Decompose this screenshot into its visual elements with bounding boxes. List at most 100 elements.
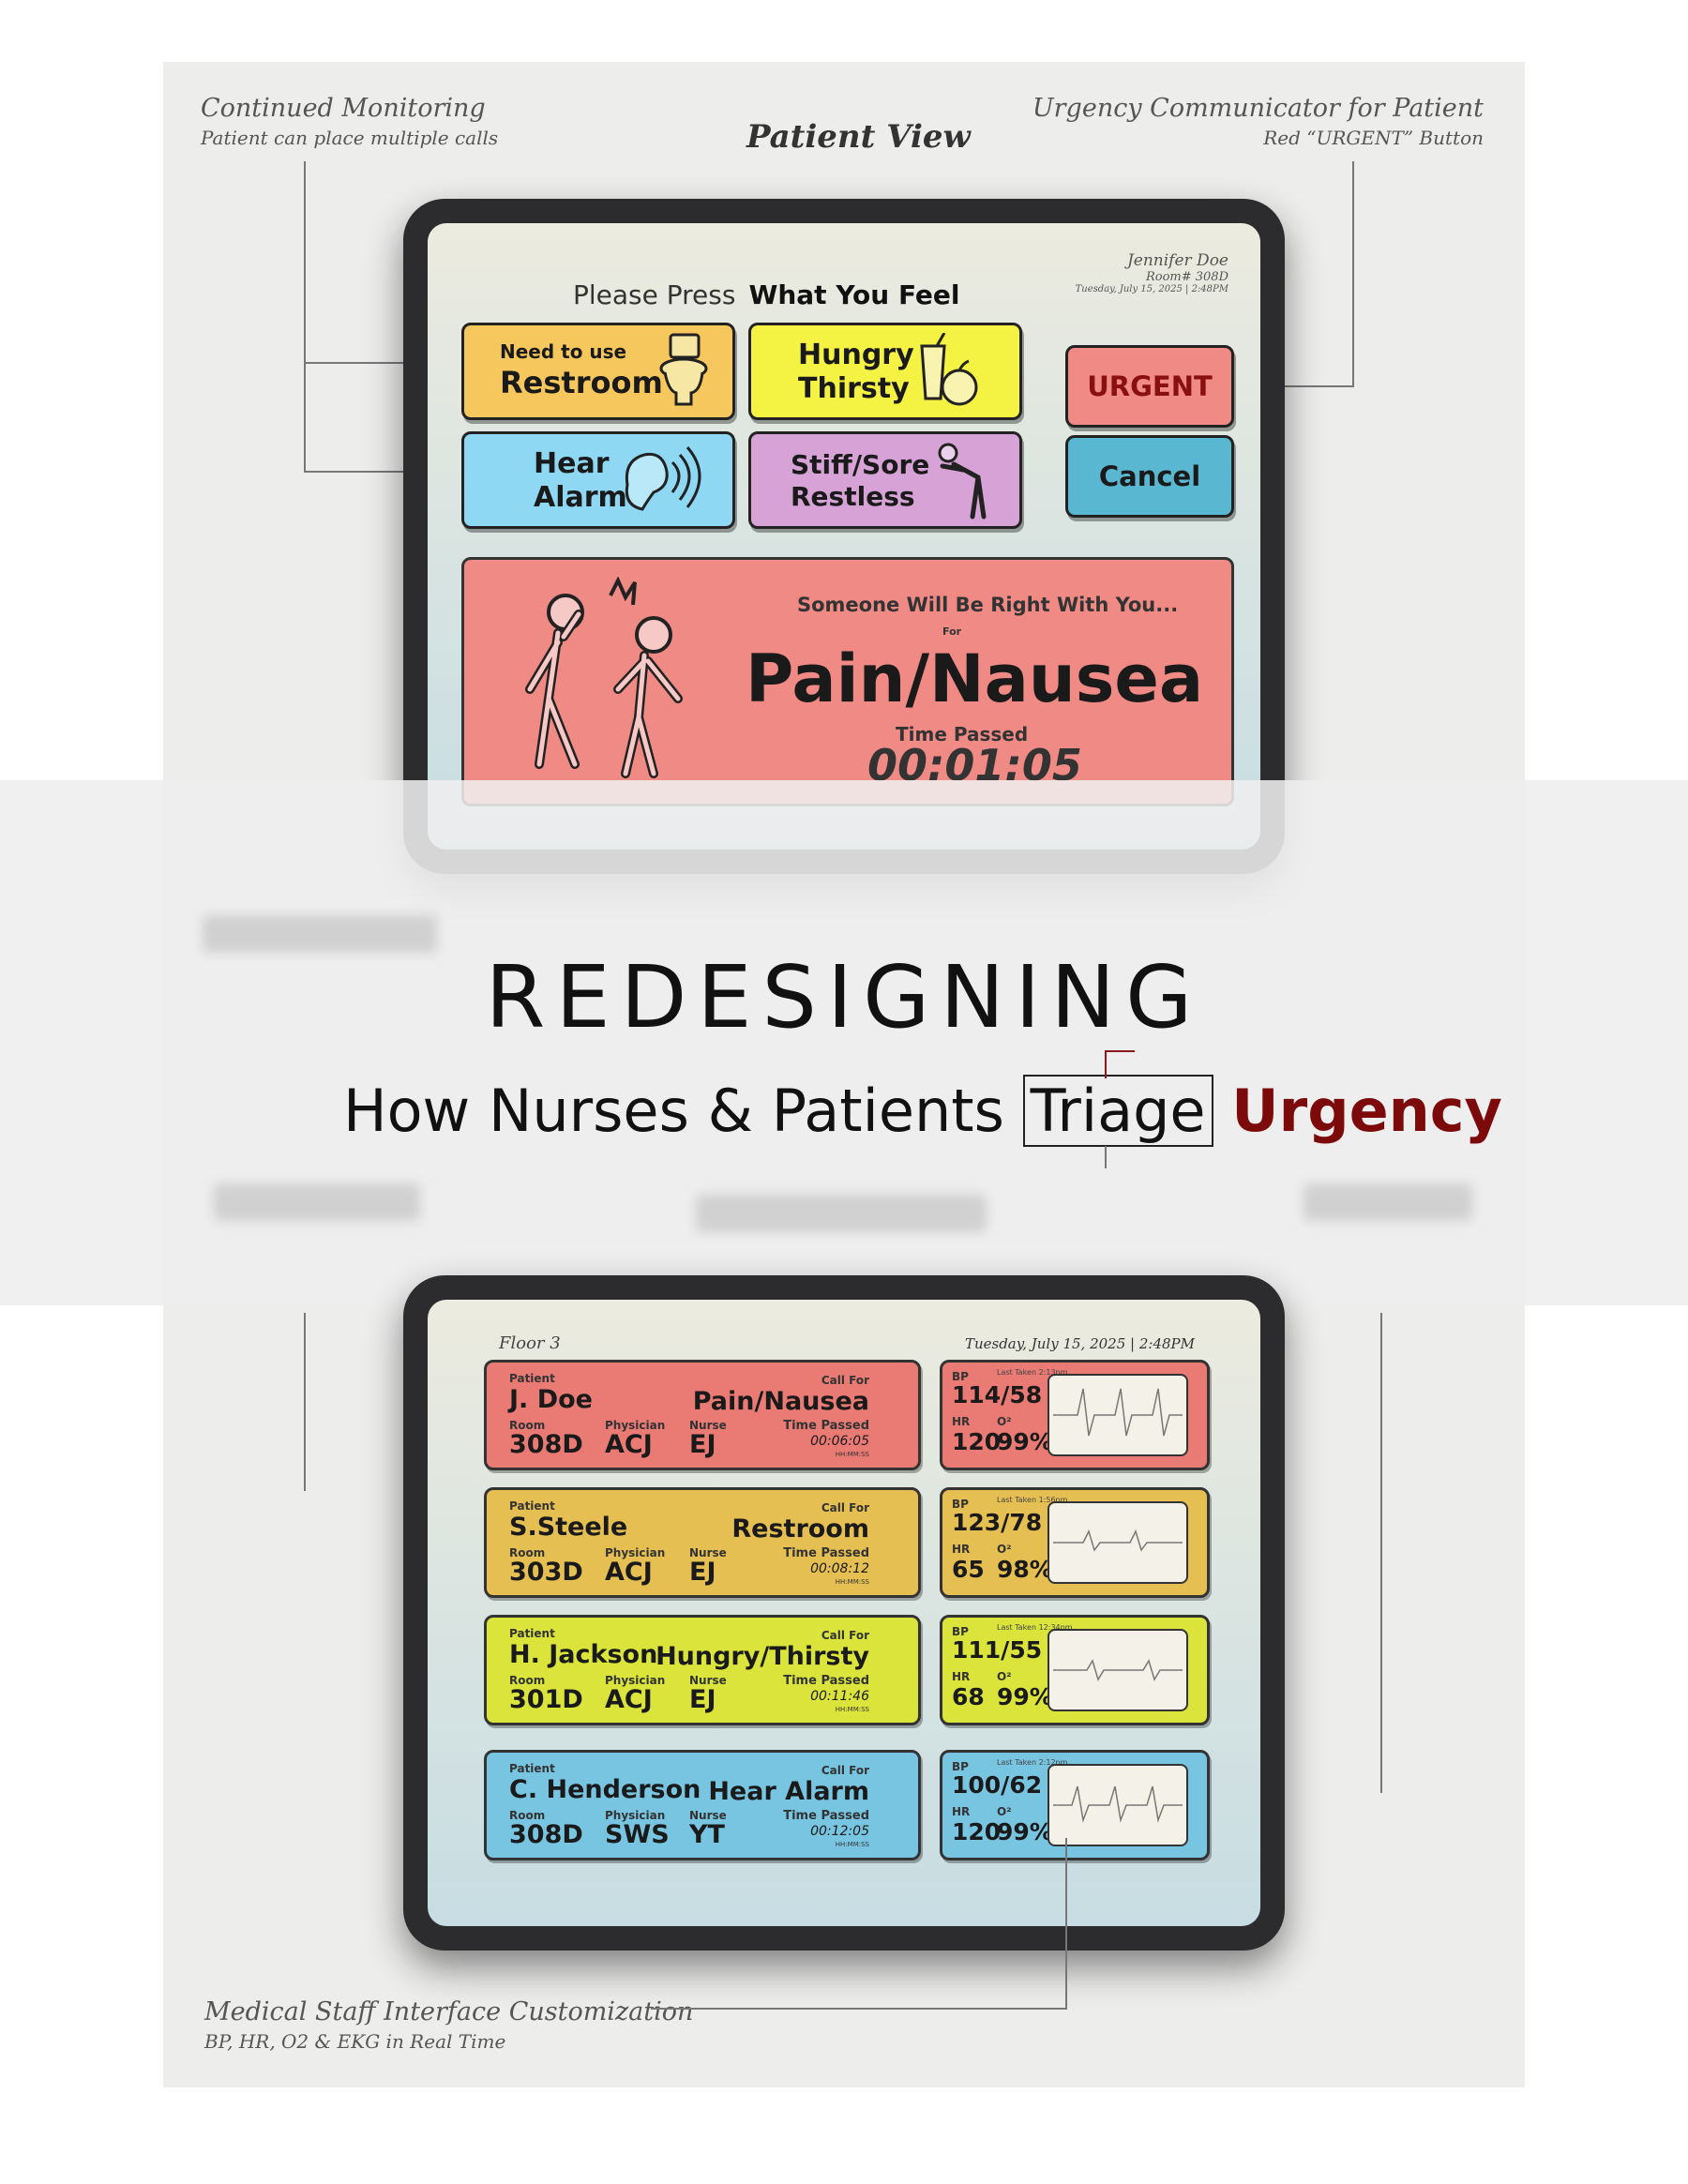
patient-call-card[interactable]: Patient J. Doe Call For Pain/Nausea Room… xyxy=(484,1360,921,1470)
call-for-label: Call For xyxy=(821,1374,869,1387)
time-format-label: HH:MM:SS xyxy=(835,1578,869,1586)
patient-name: Jennifer Doe xyxy=(1126,251,1228,270)
last-taken-time: 12:34pm xyxy=(1038,1623,1073,1632)
o2-value: 99% xyxy=(997,1428,1053,1455)
hr-value: 120 xyxy=(952,1818,1002,1845)
time-format-label: HH:MM:SS xyxy=(835,1451,869,1458)
staff-tablet: Floor 3 Tuesday, July 15, 2025 | 2:48PM … xyxy=(403,1275,1285,1951)
bp-label: BP xyxy=(952,1498,969,1511)
cancel-button[interactable]: Cancel xyxy=(1065,435,1234,518)
o2-label: O² xyxy=(997,1543,1012,1556)
time-passed-label: Time Passed xyxy=(783,1674,869,1688)
restroom-button[interactable]: Need to use Restroom xyxy=(461,323,735,420)
patient-info: Jennifer Doe Room# 308D Tuesday, July 15… xyxy=(1076,251,1228,294)
nurse-value: EJ xyxy=(689,1430,716,1459)
patient-call-card[interactable]: Patient S.Steele Call For Restroom Room … xyxy=(484,1487,921,1598)
leader-line xyxy=(651,2008,1067,2010)
nurse-value: EJ xyxy=(689,1685,716,1714)
active-call-panel: Someone Will Be Right With You... For Pa… xyxy=(461,557,1234,806)
call-for-value: Hungry/Thirsty xyxy=(656,1642,869,1671)
subtitle-ampersand: & xyxy=(707,1077,753,1145)
ekg-monitor xyxy=(1047,1501,1188,1584)
ear-icon xyxy=(625,446,701,511)
stiff-label: Stiff/Sore xyxy=(791,449,930,480)
room-label: Room xyxy=(509,1546,546,1559)
patient-name: H. Jackson xyxy=(509,1640,658,1669)
staff-datetime: Tuesday, July 15, 2025 | 2:48PM xyxy=(964,1335,1195,1352)
alert-for-label: For xyxy=(942,625,962,638)
last-taken-label: Last Taken xyxy=(997,1623,1037,1632)
call-for-value: Hear Alarm xyxy=(708,1777,869,1806)
stretch-icon xyxy=(938,443,987,520)
patient-view-title: Patient View xyxy=(746,118,971,156)
blurred-annotation xyxy=(214,1183,420,1221)
prompt-bold: What You Feel xyxy=(748,279,960,310)
ekg-monitor xyxy=(1047,1629,1188,1711)
last-taken-time: 2:12pm xyxy=(1038,1758,1068,1767)
time-format-label: HH:MM:SS xyxy=(835,1706,869,1713)
room-value: 308D xyxy=(509,1820,583,1849)
ekg-trace xyxy=(1053,1529,1183,1552)
annotation-title: Continued Monitoring xyxy=(201,94,486,123)
headline-subtitle: How Nurses & Patients Triage Urgency xyxy=(343,1075,1502,1147)
time-passed-value: 00:08:12 xyxy=(810,1561,869,1576)
physician-value: ACJ xyxy=(605,1558,653,1587)
call-for-value: Pain/Nausea xyxy=(692,1387,869,1416)
nurse-label: Nurse xyxy=(689,1419,727,1432)
ekg-trace xyxy=(1053,1659,1183,1681)
vitals-card[interactable]: BP Last Taken 2:13pm 114/58 HR O² 120 99… xyxy=(940,1360,1210,1470)
headline-arrow-line xyxy=(1105,1050,1135,1052)
hr-label: HR xyxy=(952,1805,971,1818)
hr-label: HR xyxy=(952,1543,971,1556)
leader-line xyxy=(304,471,473,473)
patient-call-card[interactable]: Patient H. Jackson Call For Hungry/Thirs… xyxy=(484,1615,921,1725)
bp-value: 111/55 xyxy=(952,1636,1043,1664)
headline-arrow-line xyxy=(1105,1050,1107,1078)
hear-label: Hear xyxy=(534,447,610,480)
vitals-card[interactable]: BP Last Taken 1:56pm 123/78 HR O² 65 98% xyxy=(940,1487,1210,1598)
physician-value: ACJ xyxy=(605,1430,653,1459)
drink-apple-icon xyxy=(920,333,978,406)
ekg-trace xyxy=(1053,1785,1183,1823)
hr-label: HR xyxy=(952,1415,971,1428)
physician-label: Physician xyxy=(605,1419,666,1432)
alert-reason: Pain/Nausea xyxy=(746,640,1204,717)
leader-line xyxy=(1352,161,1354,386)
room-label: Room xyxy=(509,1674,546,1687)
restroom-small-label: Need to use xyxy=(500,340,627,363)
hungry-thirsty-button[interactable]: Hungry Thirsty xyxy=(748,323,1022,420)
annotation-subtitle: Patient can place multiple calls xyxy=(201,127,499,149)
time-passed-label: Time Passed xyxy=(783,1809,869,1823)
patient-name: C. Henderson xyxy=(509,1775,701,1804)
hr-value: 120 xyxy=(952,1428,1002,1455)
bp-label: BP xyxy=(952,1760,969,1773)
patient-label: Patient xyxy=(509,1762,555,1775)
room-value: 308D xyxy=(509,1430,583,1459)
o2-value: 99% xyxy=(997,1683,1053,1710)
call-for-value: Restroom xyxy=(731,1514,869,1544)
ekg-monitor xyxy=(1047,1764,1188,1846)
urgent-button[interactable]: URGENT xyxy=(1065,345,1234,428)
restless-label: Restless xyxy=(791,481,915,512)
annotation-urgency-communicator: Urgency Communicator for Patient Red “UR… xyxy=(1032,94,1484,149)
physician-label: Physician xyxy=(605,1546,666,1559)
last-taken: Last Taken 1:56pm xyxy=(997,1496,1067,1504)
o2-label: O² xyxy=(997,1415,1012,1428)
vitals-card[interactable]: BP Last Taken 2:12pm 100/62 HR O² 120 99… xyxy=(940,1750,1210,1860)
patient-label: Patient xyxy=(509,1627,555,1640)
hear-alarm-button[interactable]: Hear Alarm xyxy=(461,431,735,529)
vitals-card[interactable]: BP Last Taken 12:34pm 111/55 HR O² 68 99… xyxy=(940,1615,1210,1725)
bp-value: 114/58 xyxy=(952,1381,1043,1408)
stiff-sore-button[interactable]: Stiff/Sore Restless xyxy=(748,431,1022,529)
patient-label: Patient xyxy=(509,1372,555,1385)
nurse-label: Nurse xyxy=(689,1546,727,1559)
time-format-label: HH:MM:SS xyxy=(835,1841,869,1848)
bp-value: 123/78 xyxy=(952,1509,1043,1536)
last-taken: Last Taken 2:13pm xyxy=(997,1368,1067,1377)
room-value: 301D xyxy=(509,1685,583,1714)
restroom-label: Restroom xyxy=(500,365,663,400)
blurred-annotation xyxy=(1304,1183,1472,1221)
patient-name: J. Doe xyxy=(509,1385,593,1414)
o2-value: 99% xyxy=(997,1818,1053,1845)
patient-call-card[interactable]: Patient C. Henderson Call For Hear Alarm… xyxy=(484,1750,921,1860)
